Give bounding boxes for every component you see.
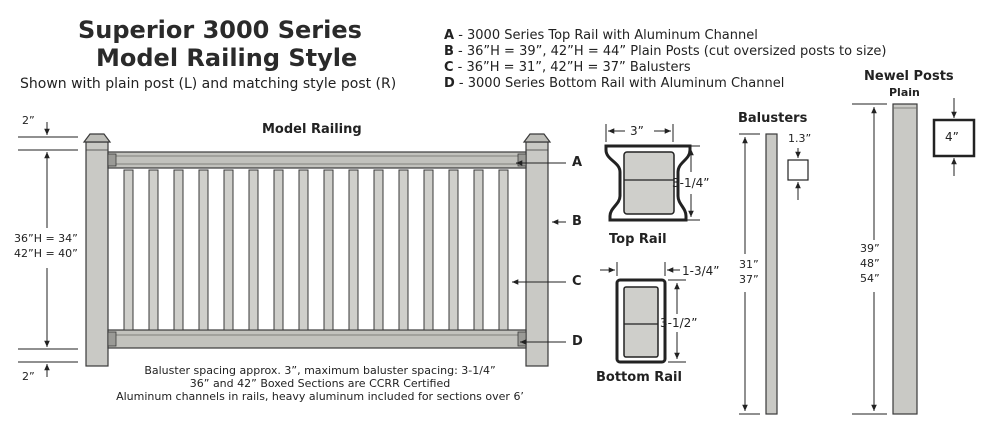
bottom-rail-width: 1-3/4” xyxy=(682,264,720,278)
subtitle: Shown with plain post (L) and matching s… xyxy=(20,76,397,92)
baluster-detail xyxy=(739,133,809,415)
newel-posts-label: Newel Posts xyxy=(864,69,954,84)
legend-item-d: D - 3000 Series Bottom Rail with Aluminu… xyxy=(444,76,785,91)
height-label-42: 42”H = 40” xyxy=(14,247,78,260)
model-balusters xyxy=(123,169,509,331)
callout-c: C xyxy=(572,274,582,289)
newel-post-size: 4” xyxy=(945,130,959,144)
legend-item-c: C - 36”H = 31”, 42”H = 37” Balusters xyxy=(444,60,691,75)
top-rail-label: Top Rail xyxy=(609,232,667,247)
legend-item-b: B - 36”H = 39”, 42”H = 44” Plain Posts (… xyxy=(444,44,887,59)
model-railing-label: Model Railing xyxy=(262,122,362,137)
title-line-1: Superior 3000 Series xyxy=(78,16,362,44)
newel-length-54: 54” xyxy=(860,272,880,285)
newel-posts-sublabel: Plain xyxy=(889,86,920,99)
baluster-length-31: 31” xyxy=(739,258,759,271)
top-rail-profile xyxy=(604,124,700,222)
model-top-rail xyxy=(107,151,527,169)
callout-a: A xyxy=(572,155,583,170)
bottom-rail-height: 3-1/2” xyxy=(660,316,698,330)
callout-d: D xyxy=(572,334,583,349)
note-aluminum: Aluminum channels in rails, heavy alumin… xyxy=(116,390,524,403)
legend-item-a: A - 3000 Series Top Rail with Aluminum C… xyxy=(444,28,758,43)
baluster-size: 1.3” xyxy=(788,132,812,145)
top-rail-height: 3-1/4” xyxy=(672,176,710,190)
gap-top-label: 2” xyxy=(22,114,35,127)
bottom-rail-label: Bottom Rail xyxy=(596,370,682,385)
left-post xyxy=(82,133,112,367)
balusters-label: Balusters xyxy=(738,111,808,126)
right-post xyxy=(522,133,552,367)
model-bottom-rail xyxy=(107,329,527,349)
bottom-rail-profile xyxy=(600,262,686,364)
newel-length-39: 39” xyxy=(860,242,880,255)
baluster-length-37: 37” xyxy=(739,273,759,286)
note-spacing: Baluster spacing approx. 3”, maximum bal… xyxy=(144,364,496,377)
callout-arrows xyxy=(511,160,566,345)
newel-length-48: 48” xyxy=(860,257,880,270)
top-rail-width: 3” xyxy=(630,124,644,138)
callout-b: B xyxy=(572,214,582,229)
gap-bottom-label: 2” xyxy=(22,370,35,383)
height-label-36: 36”H = 34” xyxy=(14,232,78,245)
height-dimension xyxy=(18,122,78,377)
newel-post-detail xyxy=(852,98,976,415)
note-certified: 36” and 42” Boxed Sections are CCRR Cert… xyxy=(189,377,451,390)
title-line-2: Model Railing Style xyxy=(96,44,358,72)
model-railing-figure xyxy=(18,122,566,377)
